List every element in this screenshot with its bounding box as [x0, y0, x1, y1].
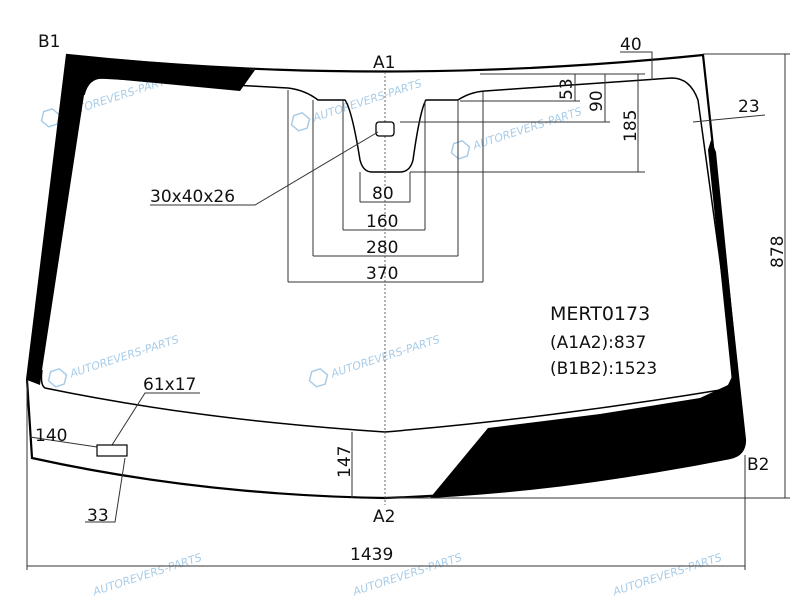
- watermark-text: AUTOREVERS-PARTS: [91, 551, 204, 599]
- dim-sensor: 30x40x26: [150, 187, 235, 207]
- watermark-text: AUTOREVERS-PARTS: [611, 551, 724, 599]
- dim-notch-370: 370: [366, 264, 398, 284]
- watermark-text: AUTOREVERS-PARTS: [471, 105, 584, 153]
- dim-vin-window: 61x17: [143, 375, 196, 395]
- dim-height: 878: [768, 236, 788, 268]
- dim-185: 185: [621, 110, 641, 142]
- dim-53: 53: [557, 78, 577, 100]
- part-a1a2: (A1A2):837: [550, 333, 646, 353]
- watermark-text: AUTOREVERS-PARTS: [68, 333, 181, 381]
- watermark-logo-icon: [47, 368, 68, 388]
- part-code: MERT0173: [550, 303, 650, 325]
- glass-outline: [25, 53, 747, 500]
- dim-bottom-147: 147: [335, 446, 355, 478]
- watermark-logo-icon: [450, 140, 471, 160]
- dim-notch-280: 280: [366, 238, 398, 258]
- sensor-leader: [150, 131, 379, 206]
- watermark-text: AUTOREVERS-PARTS: [311, 77, 424, 125]
- dim-width: 1439: [350, 545, 393, 565]
- frit-inner-line: [40, 77, 736, 433]
- watermark-logo-icon: [290, 112, 311, 132]
- dim-side-band: 23: [738, 97, 760, 117]
- notch-dimension-lines: [26, 51, 790, 570]
- sensor-mount-icon: [375, 121, 395, 137]
- dim-90: 90: [587, 90, 607, 112]
- point-b2: B2: [747, 455, 769, 475]
- dim-vin-offset-x: 140: [35, 426, 67, 446]
- point-a2: A2: [373, 507, 395, 527]
- vin-window: [96, 444, 128, 457]
- point-b1: B1: [38, 32, 60, 52]
- dim-top-band: 40: [620, 35, 642, 55]
- dim-vin-offset-y: 33: [87, 506, 109, 526]
- dim-notch-160: 160: [366, 212, 398, 232]
- frit-bottom-right: [430, 370, 745, 498]
- watermark-logo-icon: [308, 368, 329, 388]
- frit-left-band: [27, 55, 255, 385]
- dim-notch-80: 80: [372, 184, 394, 204]
- point-a1: A1: [373, 53, 395, 73]
- part-b1b2: (B1B2):1523: [550, 359, 657, 379]
